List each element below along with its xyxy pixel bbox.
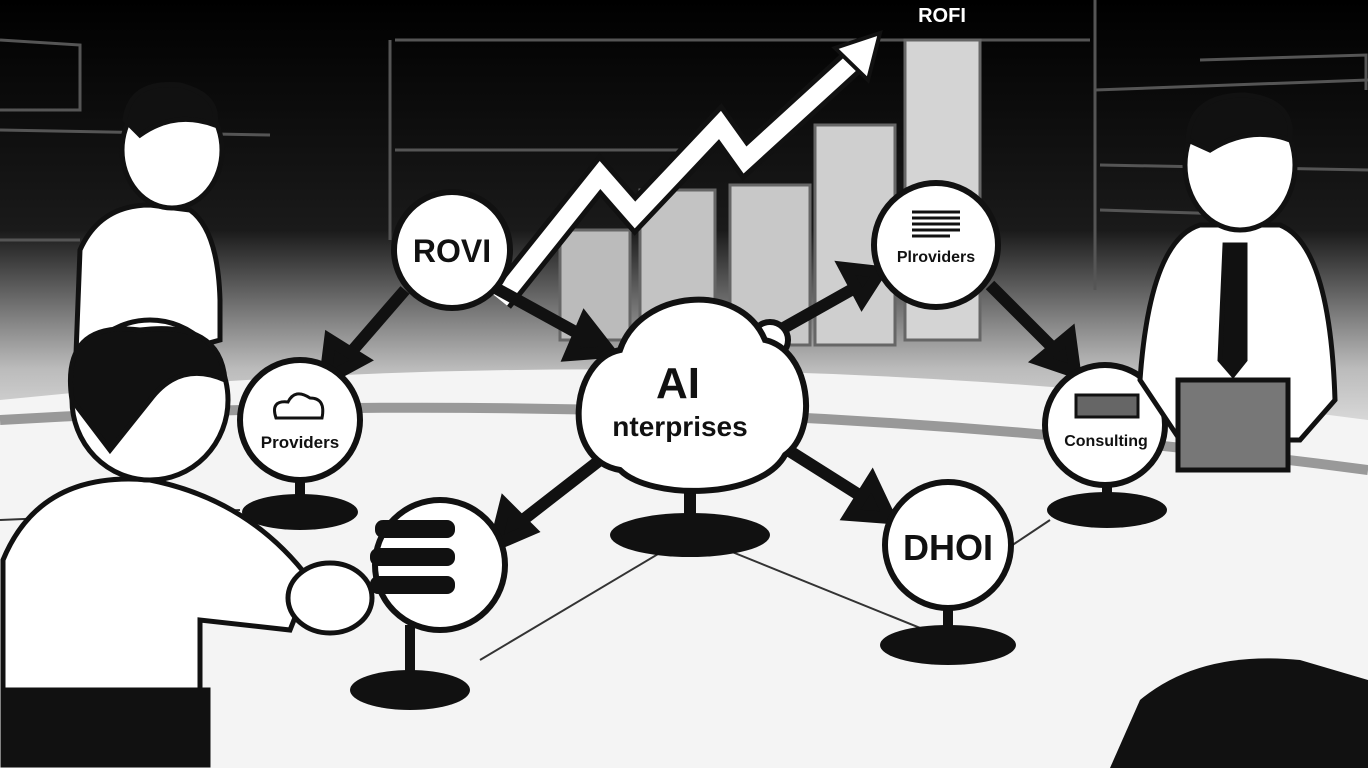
node-providers-left-label: Providers xyxy=(261,433,339,452)
server-icon xyxy=(370,520,455,594)
foreground-chair xyxy=(1110,658,1368,768)
node-providers-right-label: Plroviders xyxy=(897,249,975,266)
node-providers-left xyxy=(237,357,363,483)
trend-arrow-icon xyxy=(489,29,883,309)
node-dhoi xyxy=(882,479,1014,611)
pedestals xyxy=(242,478,1167,710)
node-ai-cloud xyxy=(575,296,809,494)
node-dhoi-label: DHOI xyxy=(903,527,993,568)
floor xyxy=(0,369,1368,768)
list-icon xyxy=(912,210,960,238)
node-rovi-label: ROVI xyxy=(413,233,491,269)
person-right-standing xyxy=(1137,92,1338,473)
node-providers-right xyxy=(871,180,1001,310)
screen-icon xyxy=(1074,393,1140,419)
node-consulting-label: Consulting xyxy=(1064,433,1148,450)
cloud-icon xyxy=(273,392,325,420)
chart-label: ROFI xyxy=(918,5,966,27)
node-rovi xyxy=(391,189,513,311)
connector-arrows xyxy=(317,260,1083,556)
node-enterprises-label: nterprises xyxy=(612,411,747,442)
person-foreground xyxy=(0,317,375,768)
node-ai-label: AI xyxy=(656,359,700,408)
